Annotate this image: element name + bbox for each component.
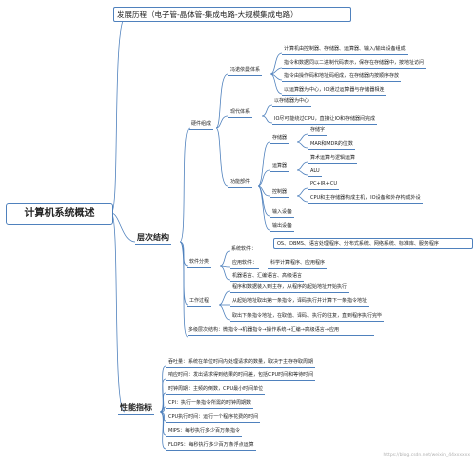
memory-topic[interactable]: 存储器	[270, 135, 290, 144]
app-software-items[interactable]: 科学计算程序、应用程序	[268, 260, 328, 269]
memory-item-2[interactable]: MAR和MDR的位数	[308, 141, 355, 150]
alu-item-1[interactable]: 算术运算与逻辑运算	[308, 155, 358, 164]
perf-cpi[interactable]: CPI：执行一条指令所需的时钟周期数	[166, 400, 253, 409]
perf-flops[interactable]: FLOPS：每秒执行多少百万条浮点运算	[166, 442, 256, 451]
work-item-3[interactable]: 取出下条指令地址，在取值、译码、执行的往复，直到程序执行完毕	[230, 313, 385, 322]
alu-item-2[interactable]: ALU	[308, 168, 322, 177]
work-item-2[interactable]: 从起始地址取出第一条指令，译码执行并计算下一条指令地址	[230, 298, 370, 307]
languages-topic[interactable]: 机器语言、汇编语言、高级语言	[230, 273, 305, 282]
input-device-topic[interactable]: 输入设备	[270, 209, 295, 218]
work-process-topic[interactable]: 工作过程	[187, 298, 212, 307]
von-item-2[interactable]: 指令和数据同以二进制代码表示，保存在存储器中，按地址访问	[282, 60, 427, 69]
sys-software-label[interactable]: 系统软件：	[231, 246, 257, 252]
memory-item-1[interactable]: 存储字	[308, 127, 328, 136]
alu-topic[interactable]: 运算器	[270, 163, 290, 172]
perf-throughput[interactable]: 吞吐量：系统在单位时间内处理请求的数量，取决于主存存取周期	[166, 359, 316, 368]
modern-item-1[interactable]: 以存储器为中心	[272, 98, 312, 107]
perf-response-time[interactable]: 响应时间：发出请求得到结果的时间差，包括CPU时间和等待时间	[166, 372, 316, 381]
function-topic[interactable]: 功能部件	[228, 179, 253, 188]
perf-mips[interactable]: MIPS：每秒执行多少百万条指令	[166, 428, 242, 437]
control-item-2[interactable]: CPU和主存储器构成主机，IO设备和外存构成外设	[308, 195, 423, 204]
history-topic[interactable]: 发展历程（电子管-晶体管-集成电路-大规模集成电路）	[113, 7, 351, 22]
perf-clock-cycle[interactable]: 时钟周期：主频的倒数，CPU最小时间单位	[166, 386, 266, 395]
levels-topic[interactable]: 层次结构	[135, 233, 171, 245]
von-item-1[interactable]: 计算机由控制器、存储器、运算器、输入/输出设备组成	[282, 46, 408, 55]
work-item-1[interactable]: 程序和数据装入到主存，从程序的起始地址开始执行	[230, 284, 350, 293]
root-topic[interactable]: 计算机系统概述	[6, 203, 113, 225]
control-topic[interactable]: 控制器	[270, 189, 290, 198]
output-device-topic[interactable]: 输出设备	[270, 223, 295, 232]
app-software-label[interactable]: 应用软件：	[230, 260, 260, 269]
perf-cpu-time[interactable]: CPU执行时间：运行一个程序花费的时间	[166, 414, 261, 423]
software-topic[interactable]: 软件分类	[187, 259, 212, 268]
sys-software-items[interactable]: OS、DBMS、语言处理程序、分布式系统、网络系统、标准库、服务程序	[273, 238, 473, 249]
von-item-4[interactable]: 以运算器为中心，IO通过运算器与存储器相连	[282, 87, 387, 96]
perf-topic[interactable]: 性能指标	[118, 403, 154, 415]
control-item-1[interactable]: PC+IR+CU	[308, 181, 339, 190]
multi-level-topic[interactable]: 多级层次结构：微指令→机器指令→操作系统→汇编→高级语言→应用	[188, 327, 374, 336]
modern-item-2[interactable]: IO尽可能绕过CPU，直接让IO和存储器间完成	[272, 116, 377, 125]
von-neumann-topic[interactable]: 冯诺依曼体系	[228, 67, 263, 76]
von-item-3[interactable]: 指令由操作码和地址码组成，在存储器内按顺序存放	[282, 73, 402, 82]
modern-topic[interactable]: 现代体系	[228, 109, 253, 118]
watermark: https://blog.csdn.net/weixin_44xxxxxx	[383, 453, 470, 458]
hardware-topic[interactable]: 硬件组成	[189, 121, 214, 130]
